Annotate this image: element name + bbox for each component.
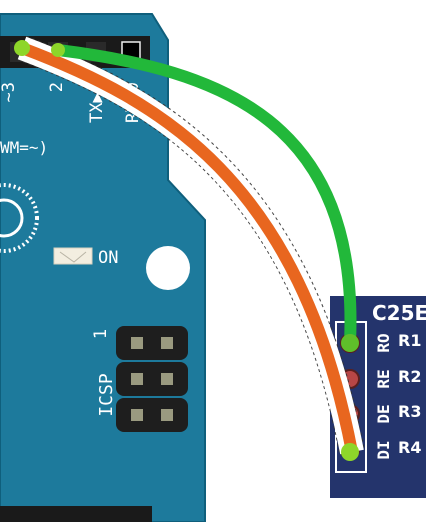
wire-pin2-to-ro[interactable]: [52, 44, 357, 349]
pin-label-r3: R3: [398, 402, 421, 421]
icsp-pin: [131, 337, 143, 349]
wire-end-pin3[interactable]: [14, 40, 30, 56]
pin-name-ro: RO: [374, 333, 393, 352]
icsp-pin: [161, 373, 173, 385]
pin-label-2: 2: [47, 82, 67, 92]
pwm-label: WM=~): [0, 138, 48, 157]
pin-label-r1: R1: [398, 331, 421, 350]
icsp-pin-one-label: 1: [91, 329, 111, 339]
wire-end-pin2[interactable]: [51, 43, 65, 57]
icsp-row-2: [116, 362, 188, 396]
pin-label-r2: R2: [398, 367, 421, 386]
on-label: ON: [98, 248, 118, 268]
wire-pin3-to-di[interactable]: [16, 42, 358, 458]
reset-button: [0, 198, 24, 238]
arduino-board: ~3 2 TX▶1 RX◀0 WM=~) ON 1 ICSP: [0, 13, 206, 523]
icsp-header: [116, 326, 188, 432]
bottom-connector: [0, 506, 152, 522]
icsp-pin: [161, 337, 173, 349]
icsp-pin: [131, 409, 143, 421]
pin-name-di: DI: [374, 440, 393, 459]
icsp-label: ICSP: [96, 373, 117, 417]
icsp-pin: [161, 409, 173, 421]
pin-name-de: DE: [374, 404, 393, 423]
mounting-hole: [146, 246, 190, 290]
icsp-pin: [131, 373, 143, 385]
on-led-shine: [59, 251, 87, 263]
on-led: [53, 247, 93, 265]
pin-label-r4: R4: [398, 438, 421, 457]
icsp-row-3: [116, 398, 188, 432]
pin-name-re: RE: [374, 369, 393, 388]
icsp-row-1: [116, 326, 188, 360]
reset-ring: [0, 183, 39, 253]
wire-end-di[interactable]: [341, 443, 359, 461]
module-title: C25E: [372, 301, 426, 325]
pin-label-3: ~3: [0, 82, 19, 102]
wire-end-ro[interactable]: [341, 334, 359, 352]
